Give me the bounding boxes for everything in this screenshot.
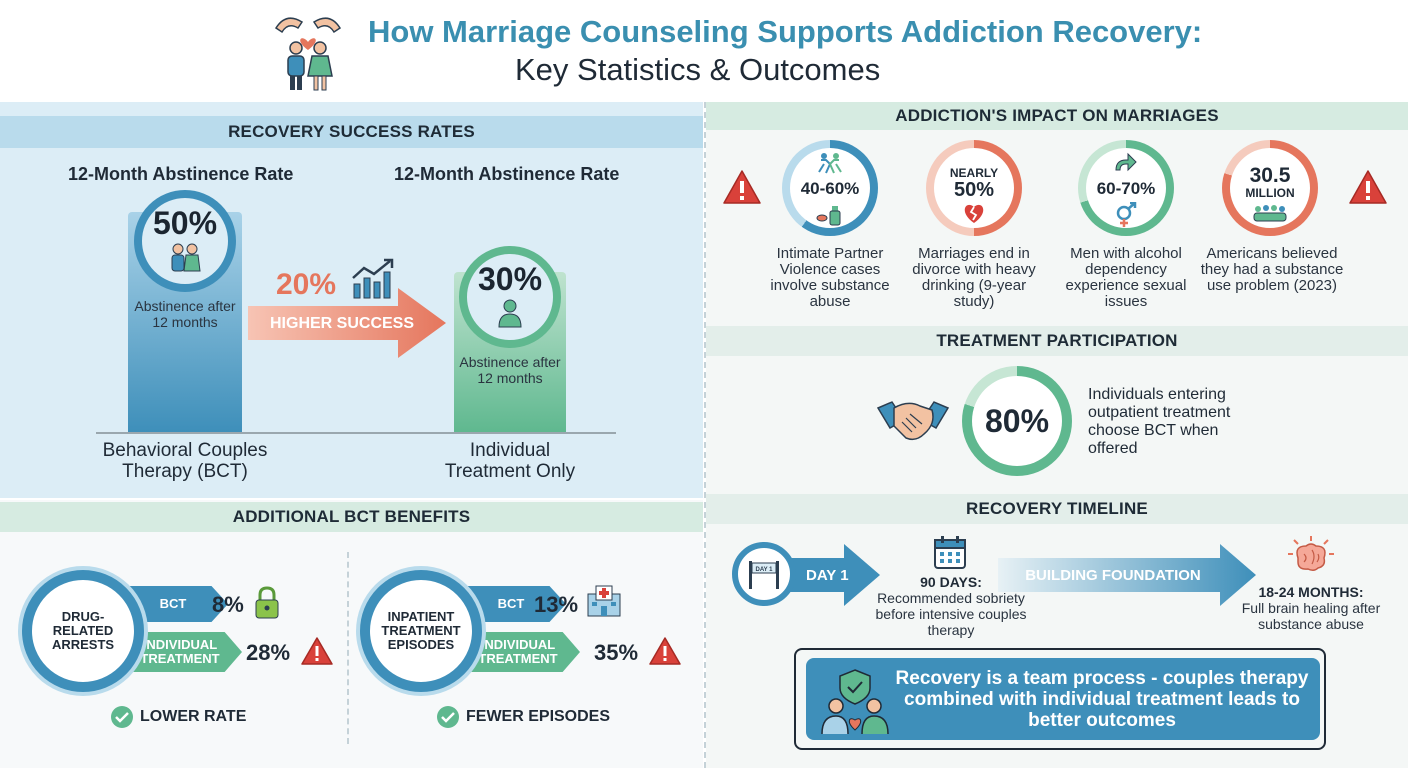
day1-label: DAY 1 xyxy=(806,567,849,584)
timeline-title: RECOVERY TIMELINE xyxy=(706,494,1408,524)
chart-baseline xyxy=(96,432,616,434)
warning-icon xyxy=(1349,170,1387,204)
recovery-success-panel: RECOVERY SUCCESS RATES 12-Month Abstinen… xyxy=(0,102,703,498)
individual-label: Individual Treatment Only xyxy=(444,440,576,482)
impact-ring-sexual: 60-70% xyxy=(1078,140,1174,236)
inpatient-footer-label: FEWER EPISODES xyxy=(466,708,611,725)
inpatient-ind-value: 35% xyxy=(594,640,639,665)
higher-success-arrow xyxy=(248,288,446,358)
impact-divorce-value: 50% xyxy=(953,179,995,201)
arrests-footer-label: LOWER RATE xyxy=(140,708,247,725)
bct-benefits-panel: ADDITIONAL BCT BENEFITS BCT INDIVIDUAL T… xyxy=(0,500,703,768)
individual-tag: INDIVIDUAL TREATMENT xyxy=(456,632,580,672)
bct-heading: 12-Month Abstinence Rate xyxy=(68,164,294,184)
impact-ring-ipv: 40-60% xyxy=(782,140,878,236)
bct-benefits-title: ADDITIONAL BCT BENEFITS xyxy=(0,502,703,532)
arrests-ring: DRUG-RELATED ARRESTS xyxy=(22,570,144,692)
higher-success-value: 20% xyxy=(276,268,337,301)
arrests-bct-value: 8% xyxy=(212,592,244,617)
right-panel: ADDICTION'S IMPACT ON MARRIAGES 40-60% I… xyxy=(706,102,1408,768)
participation-title: TREATMENT PARTICIPATION xyxy=(706,326,1408,356)
building-foundation-label: BUILDING FOUNDATION xyxy=(1025,567,1201,584)
impact-divorce-text: Marriages end in divorce with heavy drin… xyxy=(912,245,1036,310)
higher-success-label: HIGHER SUCCESS xyxy=(270,315,415,332)
individual-percent: 30% xyxy=(477,260,543,297)
individual-ring: 30% xyxy=(459,246,561,348)
warning-icon xyxy=(723,170,761,204)
impact-ipv-value: 40-60% xyxy=(800,179,860,198)
conflict-icon xyxy=(818,153,842,174)
milestone-90-text: Recommended sobriety before intensive co… xyxy=(875,590,1027,638)
arrests-ind-value: 28% xyxy=(246,640,291,665)
milestone-18-text: Full brain healing after substance abuse xyxy=(1241,600,1381,632)
check-circle-icon xyxy=(437,706,459,728)
vertical-divider xyxy=(704,102,706,768)
impact-title: ADDICTION'S IMPACT ON MARRIAGES xyxy=(706,102,1408,130)
benefit-card-inpatient: BCT INDIVIDUAL TREATMENT INPATIENT TREAT… xyxy=(360,570,690,694)
milestone-90-title: 90 DAYS: xyxy=(920,574,982,590)
impact-americans-text: Americans believed they had a substance … xyxy=(1200,245,1344,294)
bct-caption: Abstinence after 12 months xyxy=(134,298,236,330)
start-banner-text: DAY 1 xyxy=(755,567,773,573)
impact-ipv-text: Intimate Partner Violence cases involve … xyxy=(770,245,890,310)
milestone-18-title: 18-24 MONTHS: xyxy=(1258,584,1364,600)
header: How Marriage Counseling Supports Addicti… xyxy=(0,0,1408,100)
inpatient-footer: FEWER EPISODES xyxy=(436,705,610,729)
person-icon xyxy=(498,299,522,327)
arrow-turn-icon xyxy=(1115,152,1137,172)
arrests-footer: LOWER RATE xyxy=(110,705,246,729)
participation-ring: 80% xyxy=(962,366,1072,476)
gender-symbols-icon xyxy=(1116,202,1137,227)
growth-chart-icon xyxy=(352,258,394,299)
impact-sexual-text: Men with alcohol dependency experience s… xyxy=(1065,245,1187,310)
impact-divorce-prefix: NEARLY xyxy=(949,166,999,180)
impact-ring-divorce: NEARLY 50% xyxy=(926,140,1022,236)
brain-icon xyxy=(1288,536,1334,572)
calendar-icon xyxy=(934,536,966,569)
bct-label: Behavioral Couples Therapy (BCT) xyxy=(102,440,268,482)
lock-icon xyxy=(255,586,279,619)
warning-icon xyxy=(649,637,681,665)
page-subtitle: Key Statistics & Outcomes xyxy=(515,52,881,87)
broken-heart-icon xyxy=(964,204,984,223)
hospital-icon xyxy=(587,585,621,617)
start-banner-icon: DAY 1 xyxy=(749,561,779,589)
impact-ring-americans: 30.5 MILLION xyxy=(1222,140,1318,236)
callout-text: Recovery is a team process - couples the… xyxy=(895,668,1309,731)
inpatient-bct-value: 13% xyxy=(534,592,579,617)
arrests-title: DRUG-RELATED ARRESTS xyxy=(51,609,115,652)
building-foundation-arrow xyxy=(998,544,1256,606)
start-line-ring: DAY 1 xyxy=(732,542,796,606)
team-shield-icon xyxy=(821,669,889,735)
couple-heart-hands-icon xyxy=(274,17,342,91)
inpatient-title: INPATIENT TREATMENT EPISODES xyxy=(381,609,461,652)
callout-frame xyxy=(794,648,1326,750)
participation-value: 80% xyxy=(984,402,1050,439)
warning-icon xyxy=(301,637,333,665)
callout-box xyxy=(806,658,1320,740)
crowd-icon xyxy=(1253,205,1287,222)
bct-ring: 50% xyxy=(134,190,236,292)
individual-heading: 12-Month Abstinence Rate xyxy=(394,164,620,184)
check-circle-icon xyxy=(111,706,133,728)
recovery-success-title: RECOVERY SUCCESS RATES xyxy=(0,116,703,148)
bottle-pills-icon xyxy=(816,206,841,226)
impact-americans-suffix: MILLION xyxy=(1245,185,1295,200)
handshake-icon xyxy=(876,401,950,441)
benefit-card-arrests: BCT INDIVIDUAL TREATMENT DRUG-RELATED AR… xyxy=(22,570,352,694)
individual-caption: Abstinence after 12 months xyxy=(459,354,561,386)
bct-tag: BCT xyxy=(118,586,228,622)
impact-americans-value: 30.5 xyxy=(1249,163,1291,187)
benefits-divider xyxy=(347,552,349,744)
couple-icon xyxy=(171,243,201,271)
participation-text: Individuals entering outpatient treatmen… xyxy=(1088,386,1231,457)
bct-percent: 50% xyxy=(152,204,218,241)
impact-sexual-value: 60-70% xyxy=(1096,179,1156,198)
inpatient-ring: INPATIENT TREATMENT EPISODES xyxy=(360,570,482,692)
page-title: How Marriage Counseling Supports Addicti… xyxy=(368,14,1203,49)
